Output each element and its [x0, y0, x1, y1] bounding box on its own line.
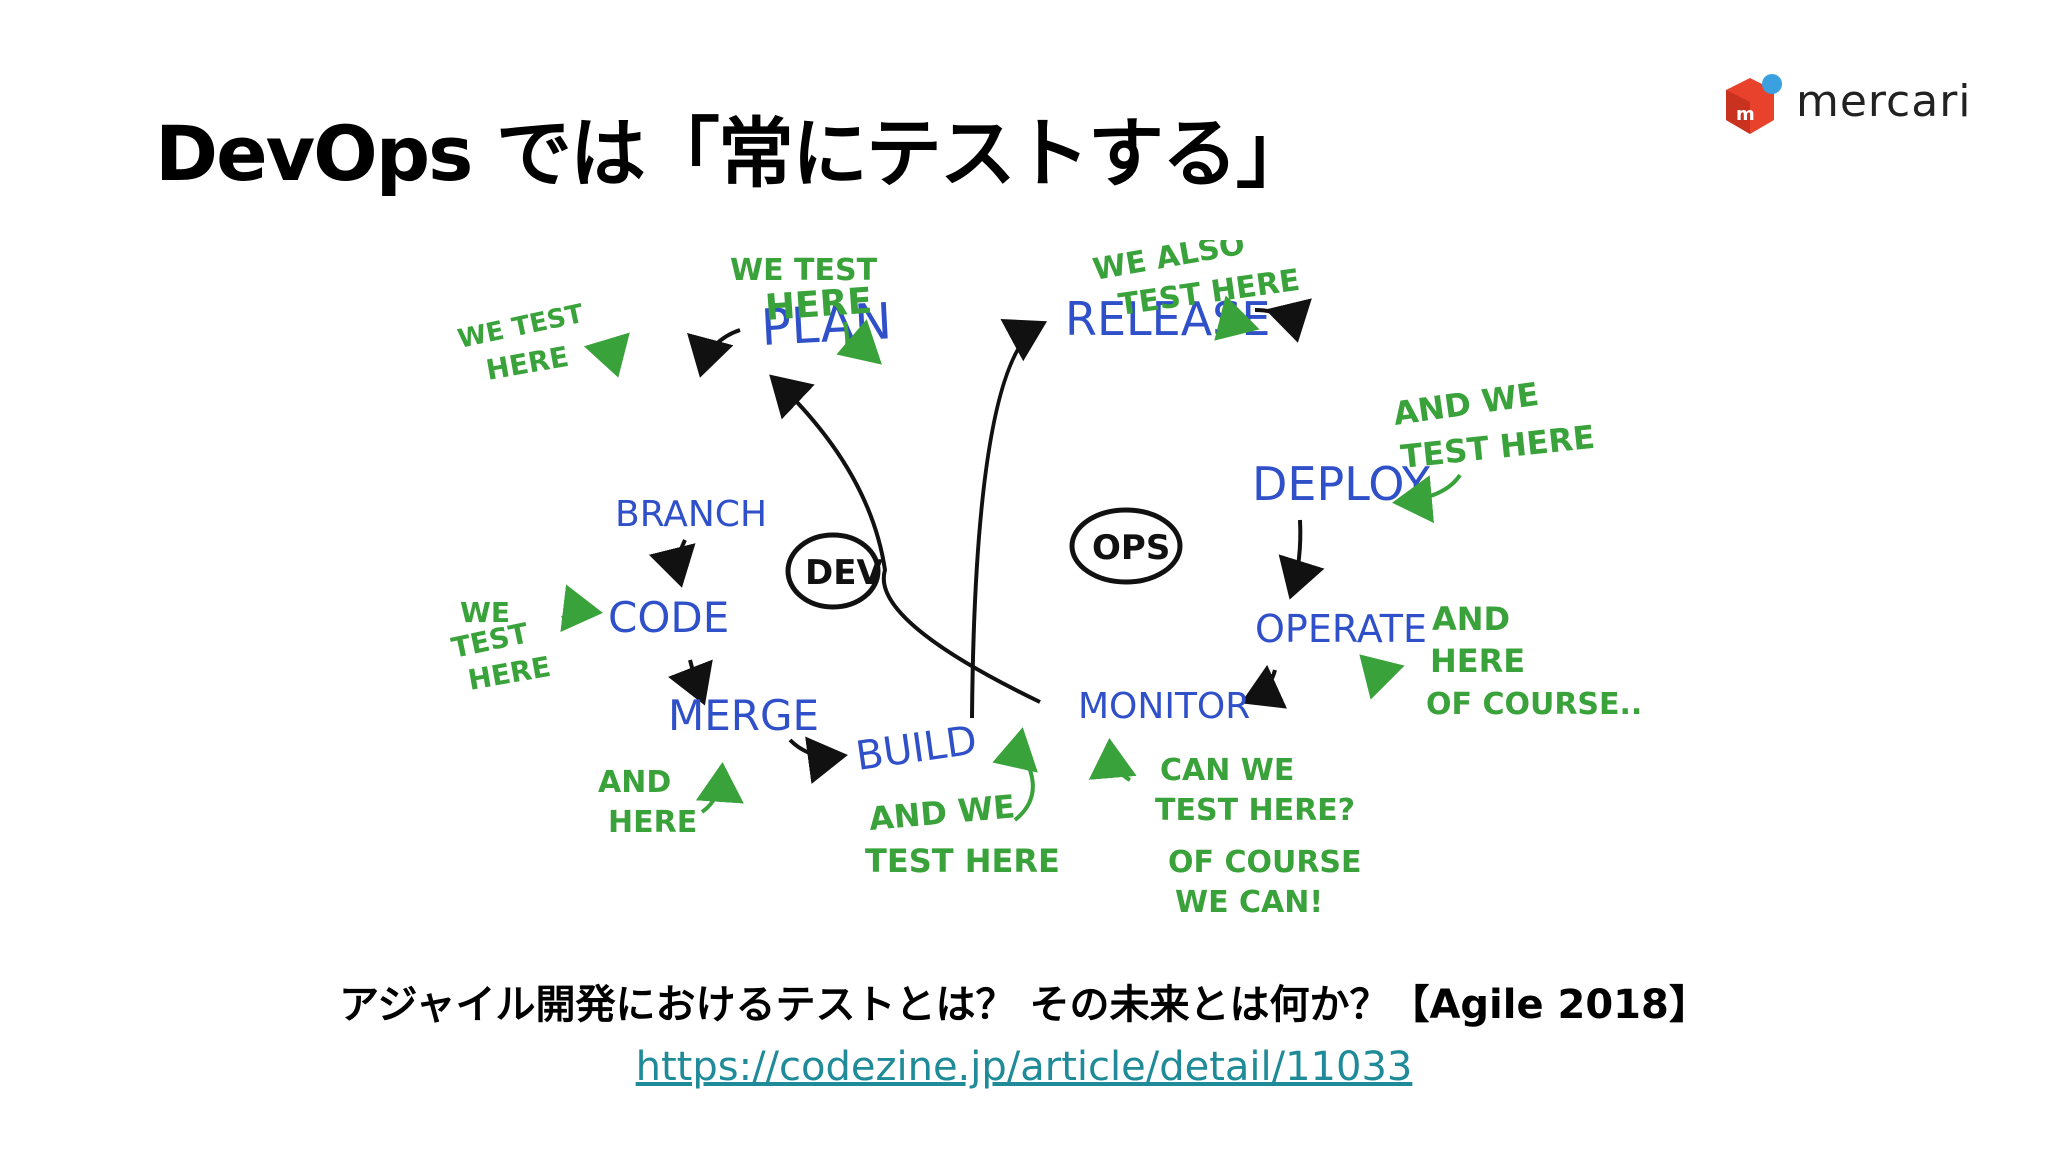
arrow-plan-branch: [687, 328, 741, 378]
note-monitor-line2: TEST HERE?: [1155, 793, 1355, 828]
arrow-operate-monitor: [1240, 664, 1288, 709]
note-operate-line1: AND: [1432, 600, 1510, 638]
stage-operate: OPERATE: [1255, 607, 1427, 651]
note-plan-line2: HERE: [764, 281, 874, 329]
arrow-deploy-operate: [1278, 519, 1325, 600]
arrow-build-release: [970, 319, 1048, 719]
arrow-branch-code: [648, 539, 696, 588]
note-plan-line1: WE TEST: [730, 253, 878, 288]
arrow-note-code: [560, 584, 603, 633]
arrow-note-monitor: [1088, 738, 1137, 782]
source-link[interactable]: https://codezine.jp/article/detail/11033: [635, 1044, 1413, 1090]
svg-text:m: m: [1736, 104, 1755, 125]
note-build-line1: AND WE: [867, 787, 1016, 838]
arrow-note-plan: [836, 319, 882, 365]
ops-circle: [1069, 507, 1183, 585]
devops-loop-diagram: DEV OPS PLAN BRANCH CODE MERGE BUILD REL…: [449, 240, 1643, 920]
note-build-line2: TEST HERE: [865, 842, 1060, 880]
brand-name: mercari: [1796, 76, 1972, 127]
arrow-note-operate: [1359, 654, 1405, 700]
arrow-code-merge: [668, 659, 713, 706]
arrow-release-deploy: [1254, 298, 1312, 343]
note-operate-line3: OF COURSE..: [1426, 687, 1642, 722]
arrow-monitor-plan: [769, 374, 1041, 704]
source-caption: アジャイル開発におけるテストとは？ その未来とは何か？【Agile 2018】: [339, 982, 1709, 1028]
note-monitor-line3: OF COURSE: [1168, 845, 1362, 880]
stage-branch: BRANCH: [615, 494, 767, 535]
note-code-line1: WE: [460, 596, 510, 629]
arrow-note-branch: [583, 332, 630, 378]
arrow-note-release: [1214, 295, 1260, 341]
dev-circle: [785, 532, 881, 610]
note-branch-line1: WE TEST: [455, 299, 586, 355]
stage-code: CODE: [608, 593, 729, 642]
note-merge-line1: AND: [598, 765, 671, 800]
stage-merge: MERGE: [668, 691, 819, 740]
note-operate-line2: HERE: [1430, 642, 1525, 680]
arrow-note-merge: [695, 762, 744, 814]
mercari-logo-icon: m: [1726, 74, 1782, 134]
note-monitor-line1: CAN WE: [1160, 753, 1294, 788]
dev-label: DEV: [805, 553, 883, 593]
arrow-note-build: [992, 727, 1038, 822]
note-deploy-line1: AND WE: [1391, 375, 1541, 433]
stage-monitor: MONITOR: [1078, 686, 1250, 727]
note-monitor-line4: WE CAN!: [1175, 885, 1323, 920]
note-merge-line2: HERE: [608, 805, 697, 840]
stage-build: BUILD: [853, 717, 980, 779]
arrow-merge-build: [788, 736, 848, 785]
ops-label: OPS: [1092, 528, 1170, 568]
arrow-note-deploy: [1392, 473, 1462, 524]
slide-title: DevOps では「常にテストする」: [155, 109, 1312, 198]
